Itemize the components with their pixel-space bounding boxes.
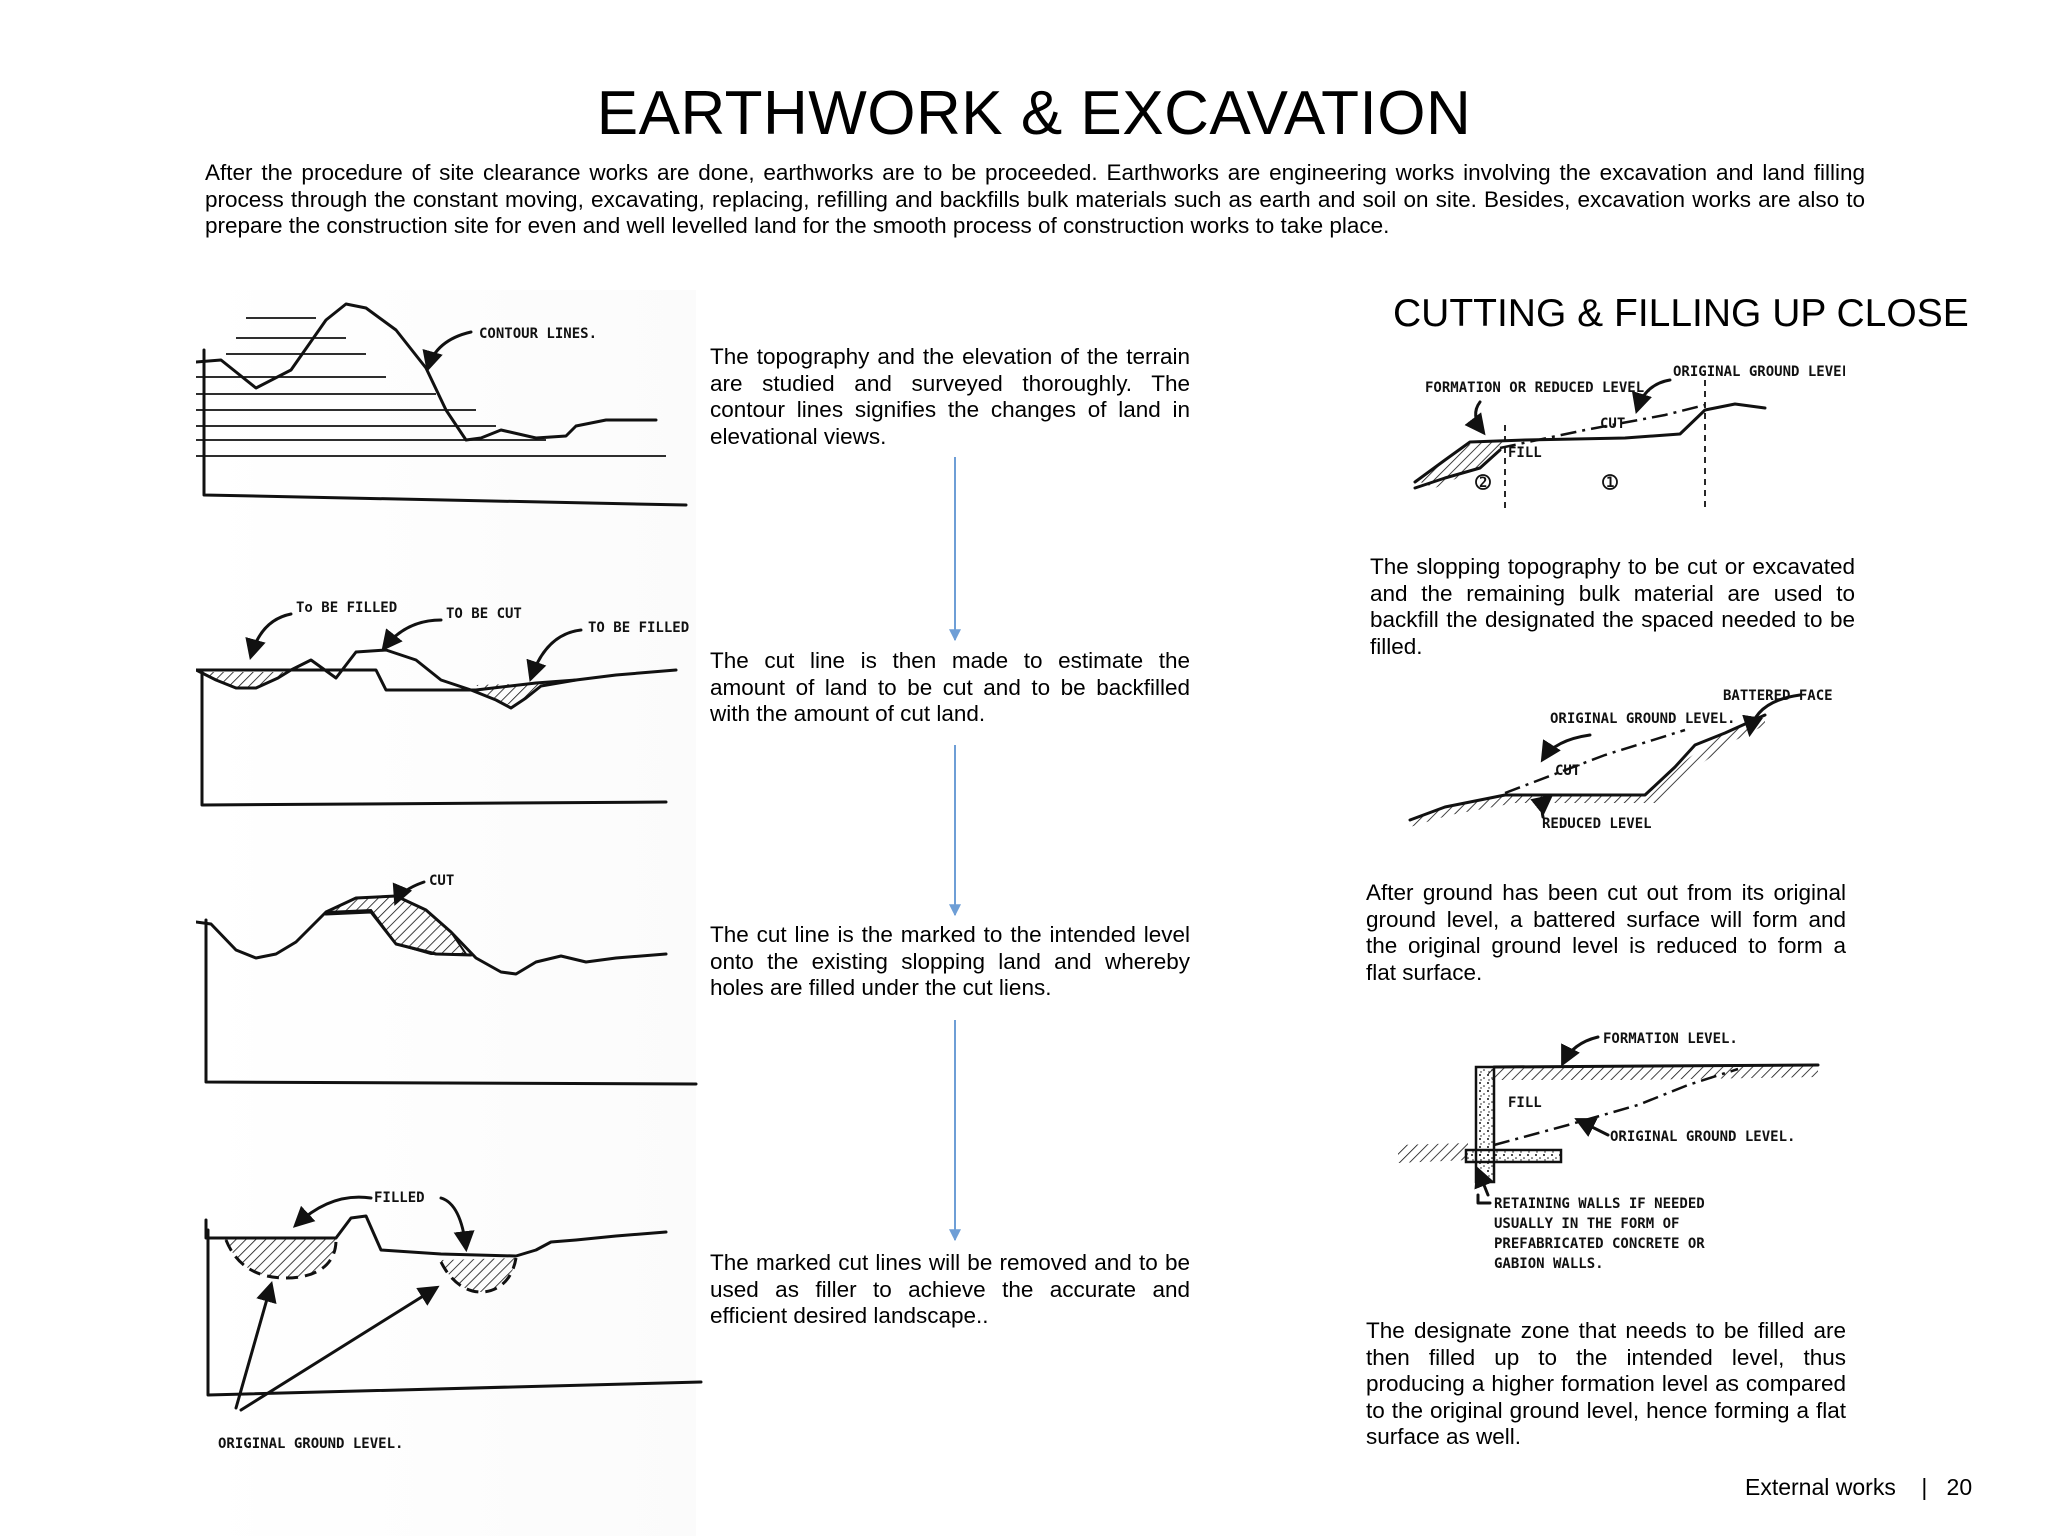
to-be-cut-arrow [381,618,443,652]
retaining-wall-arrow [1474,1166,1494,1197]
label-original-ground: ORIGINAL GROUND LEVEL. [218,1436,403,1452]
filled-arrow-right [439,1196,475,1253]
to-be-filled-arrow-2 [526,628,583,682]
label-retaining-3: PREFABRICATED CONCRETE OR [1494,1236,1705,1252]
original-ground-arrow [1540,733,1592,763]
page-title: EARTHWORK & EXCAVATION [596,79,1472,148]
footer-section: External works [1745,1474,1896,1500]
original-ground-arrow [1574,1118,1610,1137]
footer-separator: | [1921,1474,1928,1500]
original-ground-arrow-2 [239,1285,440,1412]
terrain-outline [196,302,658,442]
sketch-cut-line: To BE FILLED TO BE CUT TO BE FILLED [196,590,696,815]
to-be-filled-arrow-1 [245,612,293,661]
sketch-filled: FILLED ORIGINAL GROUND LEVEL. [196,1170,706,1470]
formation-line [204,1214,668,1258]
label-filled: FILLED [374,1190,425,1206]
formation-level-arrow [1561,1035,1600,1067]
right-text-3: The designate zone that needs to be fill… [1366,1318,1846,1449]
page-footer: External works | 20 [1745,1474,1972,1501]
label-formation-level: FORMATION LEVEL. [1603,1031,1738,1047]
hatched-ground [1410,715,1765,827]
ground-baseline [204,918,698,1086]
terrain-outline [196,648,678,710]
label-cut: CUT [429,873,454,889]
cut-line [324,910,473,957]
formation-level-line [1492,1063,1820,1069]
original-ground-callout-arrow [1631,378,1672,415]
hatched-filled-area-1 [206,1238,336,1278]
marker-circle-1 [1602,474,1618,490]
marker-label-1: 1 [1606,475,1614,491]
label-to-be-filled-2: TO BE FILLED [588,620,689,636]
sketch-retaining-wall: FORMATION LEVEL. FILL ORIGINAL GROUND LE… [1398,1025,1838,1275]
ground-baseline [200,668,668,807]
label-original-ground-3: ORIGINAL GROUND LEVEL. [1610,1129,1795,1145]
label-contour-lines: CONTOUR LINES. [479,326,597,342]
cut-line [196,668,578,692]
original-ground-dashed-2 [439,1257,518,1294]
label-retaining-1: RETAINING WALLS IF NEEDED [1494,1196,1705,1212]
label-battered-face: BATTERED FACE [1723,688,1833,704]
step-text-3: The cut line is the marked to the intend… [710,922,1190,1000]
lower-ground-line [1413,448,1502,490]
ground-baseline [206,1228,703,1397]
step-text-1: The topography and the elevation of the … [710,344,1190,449]
label-retaining-2: USUALLY IN THE FORM OF [1494,1216,1679,1232]
sketch-cut-marked: CUT [196,862,706,1092]
intro-paragraph: After the procedure of site clearance wo… [205,160,1865,238]
hatched-ground-left [1398,1143,1468,1163]
label-fill-2: FILL [1508,1095,1542,1111]
label-formation-reduced: FORMATION OR REDUCED LEVEL. [1425,380,1653,396]
sketch-battered-face: BATTERED FACE ORIGINAL GROUND LEVEL. CUT… [1405,685,1835,835]
cut-callout-arrow [392,880,426,906]
flow-arrows [949,457,961,1242]
right-text-1: The slopping topography to be cut or exc… [1370,554,1855,659]
original-ground-line [1499,403,1706,450]
formation-level-line [1413,402,1767,484]
contour-hatch-lines [196,317,666,457]
label-to-be-cut: TO BE CUT [446,606,522,622]
step-text-2: The cut line is then made to estimate th… [710,648,1190,726]
retaining-wall [1474,1065,1496,1184]
marker-label-2: 2 [1479,475,1487,491]
label-cut-2: CUT [1555,763,1580,779]
terrain-outline [196,894,668,976]
hatched-fill-area-1 [196,672,291,688]
reduced-level-arrow [1530,794,1554,819]
label-to-be-filled-1: To BE FILLED [296,600,397,616]
formation-callout-arrow [1464,400,1486,436]
marker-circle-2 [1475,474,1491,490]
battered-face-arrow [1742,693,1802,738]
contour-callout-arrow [422,330,473,373]
hatched-filled-area-2 [441,1258,516,1292]
retaining-wall-footing [1464,1148,1563,1164]
label-fill-1: FILL [1508,445,1542,461]
right-text-2: After ground has been cut out from its o… [1366,880,1846,985]
label-original-ground-1: ORIGINAL GROUND LEVEL [1673,364,1845,380]
footer-page-number: 20 [1946,1474,1973,1500]
step-text-4: The marked cut lines will be removed and… [710,1250,1190,1328]
ground-baseline [202,348,688,507]
sketch-contour-lines: CONTOUR LINES. [196,290,696,520]
sketch-cut-fill-section: 2 1 FORMATION OR REDUCED LEVEL. ORIGINAL… [1405,360,1845,520]
label-cut-1: CUT [1600,416,1625,432]
reduced-ground-line [1408,713,1767,822]
retaining-wall-leader [1476,1193,1492,1205]
label-reduced-level: REDUCED LEVEL [1542,816,1652,832]
section-subtitle: CUTTING & FILLING UP CLOSE [1393,292,1969,335]
label-original-ground-2: ORIGINAL GROUND LEVEL. [1550,711,1735,727]
original-ground-arrow-1 [234,1280,277,1410]
original-ground-line [1504,728,1686,795]
hatched-fill-zone [1415,440,1505,488]
label-retaining-4: GABION WALLS. [1494,1256,1604,1272]
original-ground-line [1493,1067,1739,1147]
filled-arrow-left [292,1195,373,1228]
original-ground-dashed-1 [224,1239,338,1280]
